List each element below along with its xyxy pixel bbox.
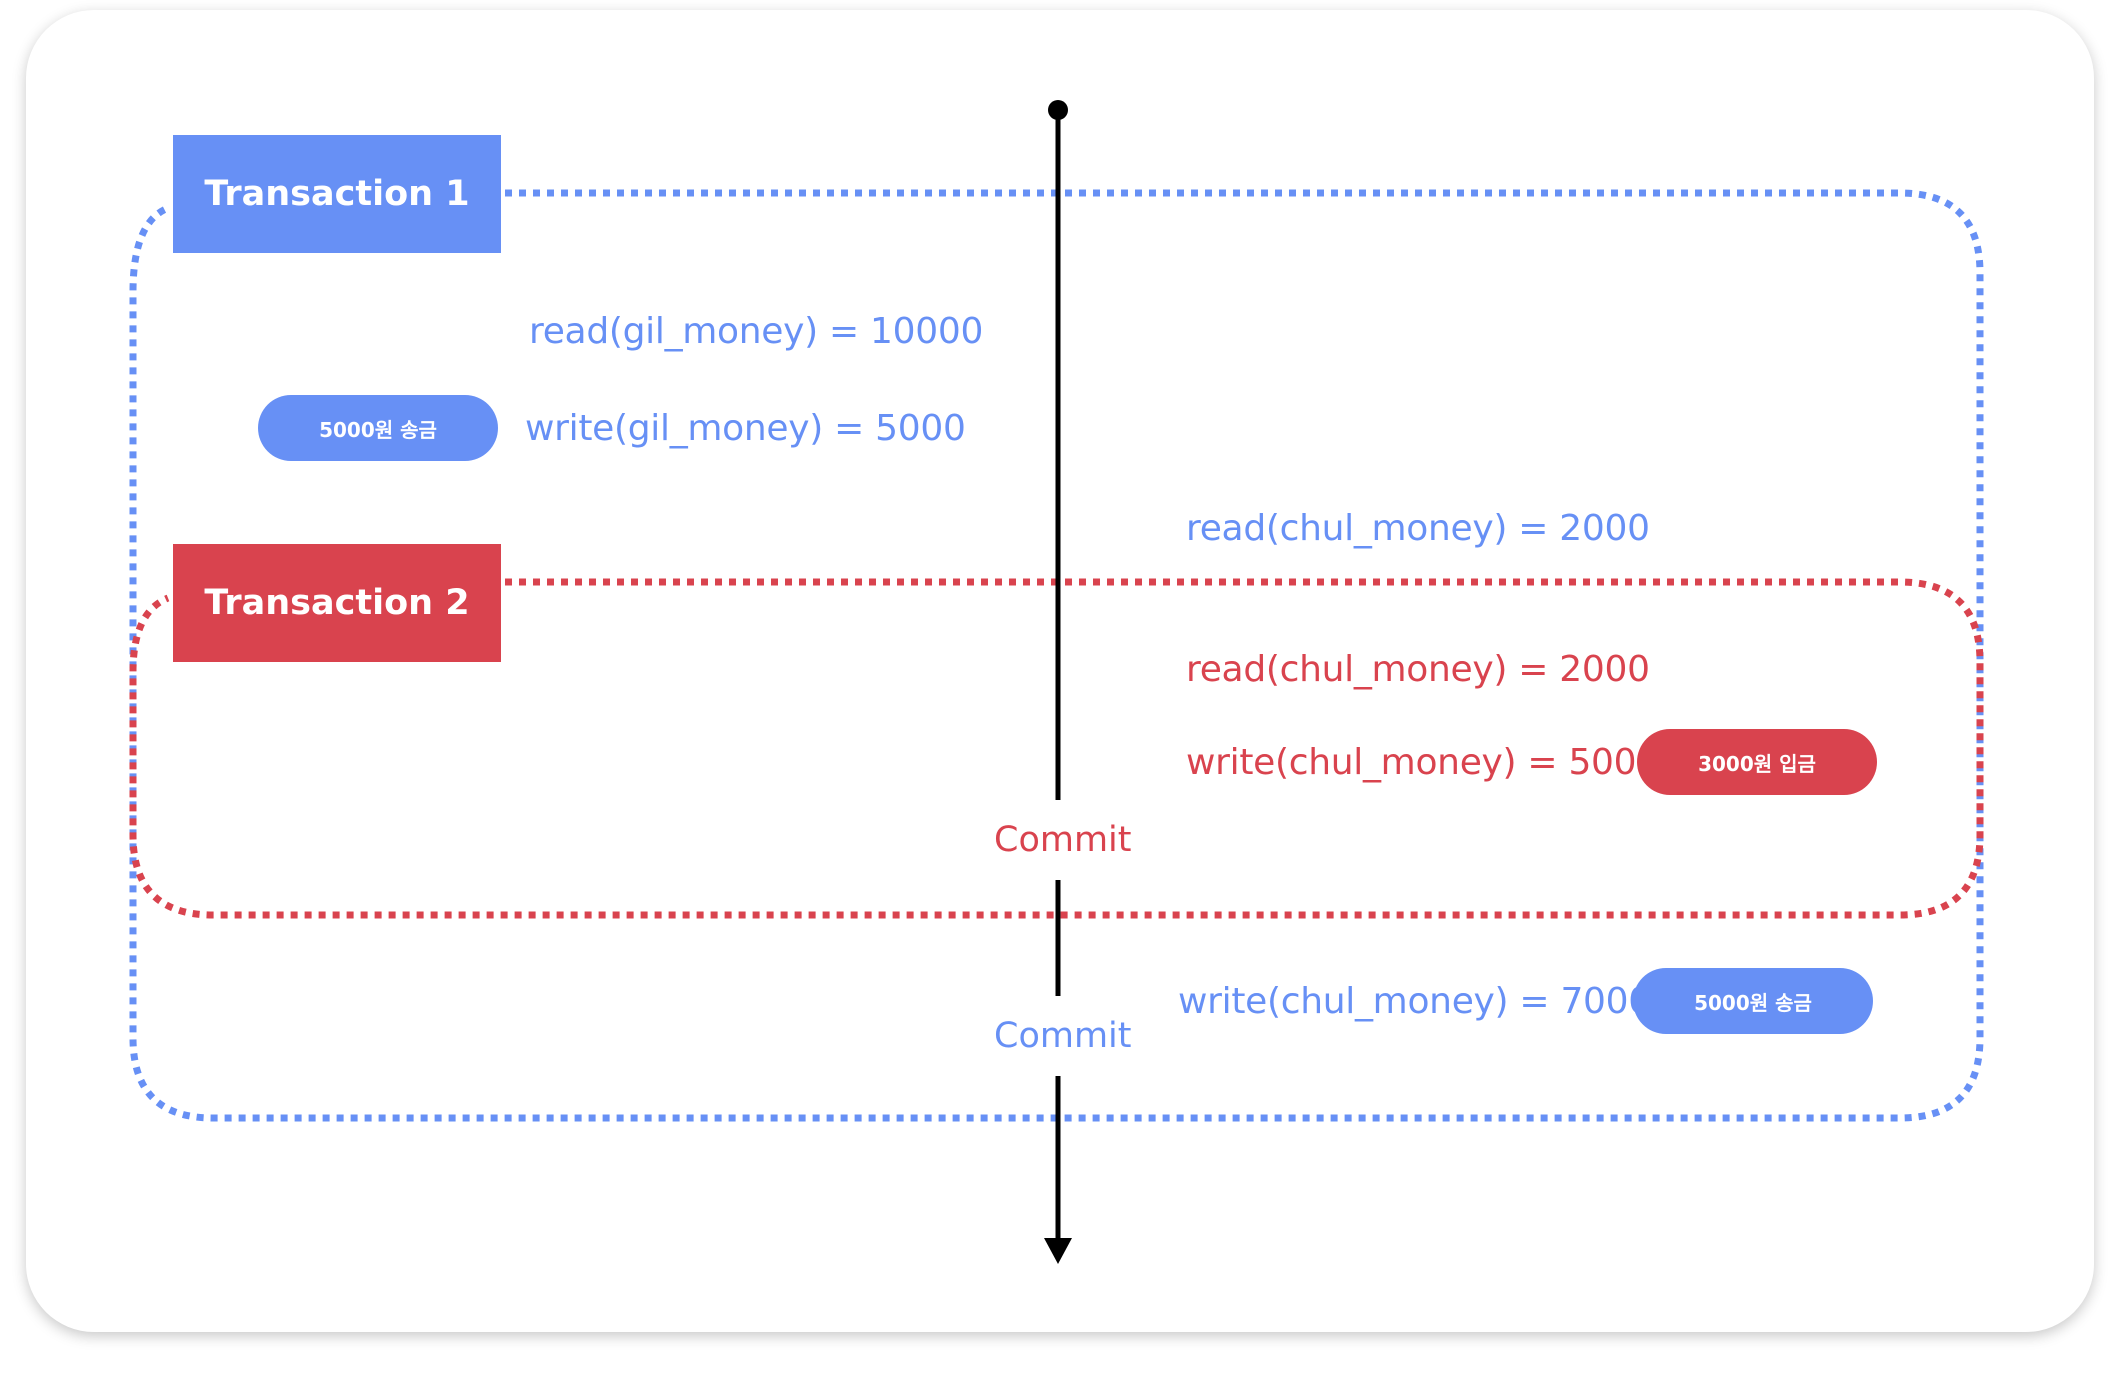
transaction-2-title-box: Transaction 2 <box>173 544 501 662</box>
timeline-arrowhead <box>1044 1238 1072 1264</box>
transaction-2-boundary <box>129 578 1984 919</box>
t1-send-badge-1-label: 5000원 송금 <box>319 417 437 442</box>
transaction-1-title: Transaction 1 <box>204 174 470 214</box>
t2-deposit-badge-label: 3000원 입금 <box>1698 751 1816 776</box>
t1-send-badge-1: 5000원 송금 <box>258 395 498 461</box>
t1-send-badge-2: 5000원 송금 <box>1633 968 1873 1034</box>
t1-write-gil-money: write(gil_money) = 5000 <box>525 408 966 449</box>
t1-read-chul-money: read(chul_money) = 2000 <box>1186 508 1650 549</box>
transaction-1-title-box: Transaction 1 <box>173 135 501 253</box>
t1-commit-label: Commit <box>994 1016 1132 1056</box>
t2-read-chul-money: read(chul_money) = 2000 <box>1186 649 1650 690</box>
t1-send-badge-2-label: 5000원 송금 <box>1694 990 1812 1015</box>
t1-read-gil-money: read(gil_money) = 10000 <box>529 311 984 352</box>
transaction-1-boundary <box>129 189 1984 1122</box>
t2-deposit-badge: 3000원 입금 <box>1637 729 1877 795</box>
t1-write-chul-money: write(chul_money) = 7000 <box>1178 981 1651 1022</box>
t2-write-chul-money: write(chul_money) = 5000 <box>1186 742 1659 783</box>
transaction-2-title: Transaction 2 <box>204 583 470 623</box>
t2-commit-label: Commit <box>994 820 1132 860</box>
